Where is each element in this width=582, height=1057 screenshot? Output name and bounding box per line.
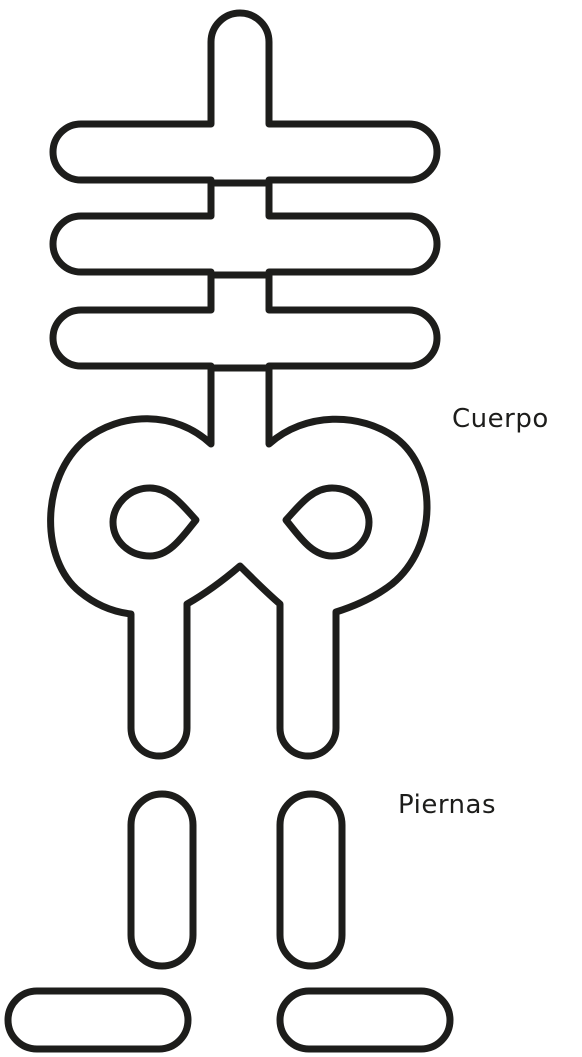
body-label: Cuerpo (452, 404, 549, 434)
legs-label: Piernas (398, 790, 496, 820)
rib-middle (53, 183, 437, 275)
rib-bottom (53, 275, 437, 368)
spine-top-segment (53, 13, 437, 183)
foot-right (280, 991, 450, 1049)
pelvis (51, 368, 427, 756)
skeleton-parts (8, 13, 450, 1049)
lower-leg-right (280, 794, 342, 966)
lower-leg-left (131, 794, 193, 966)
foot-left (8, 991, 188, 1049)
